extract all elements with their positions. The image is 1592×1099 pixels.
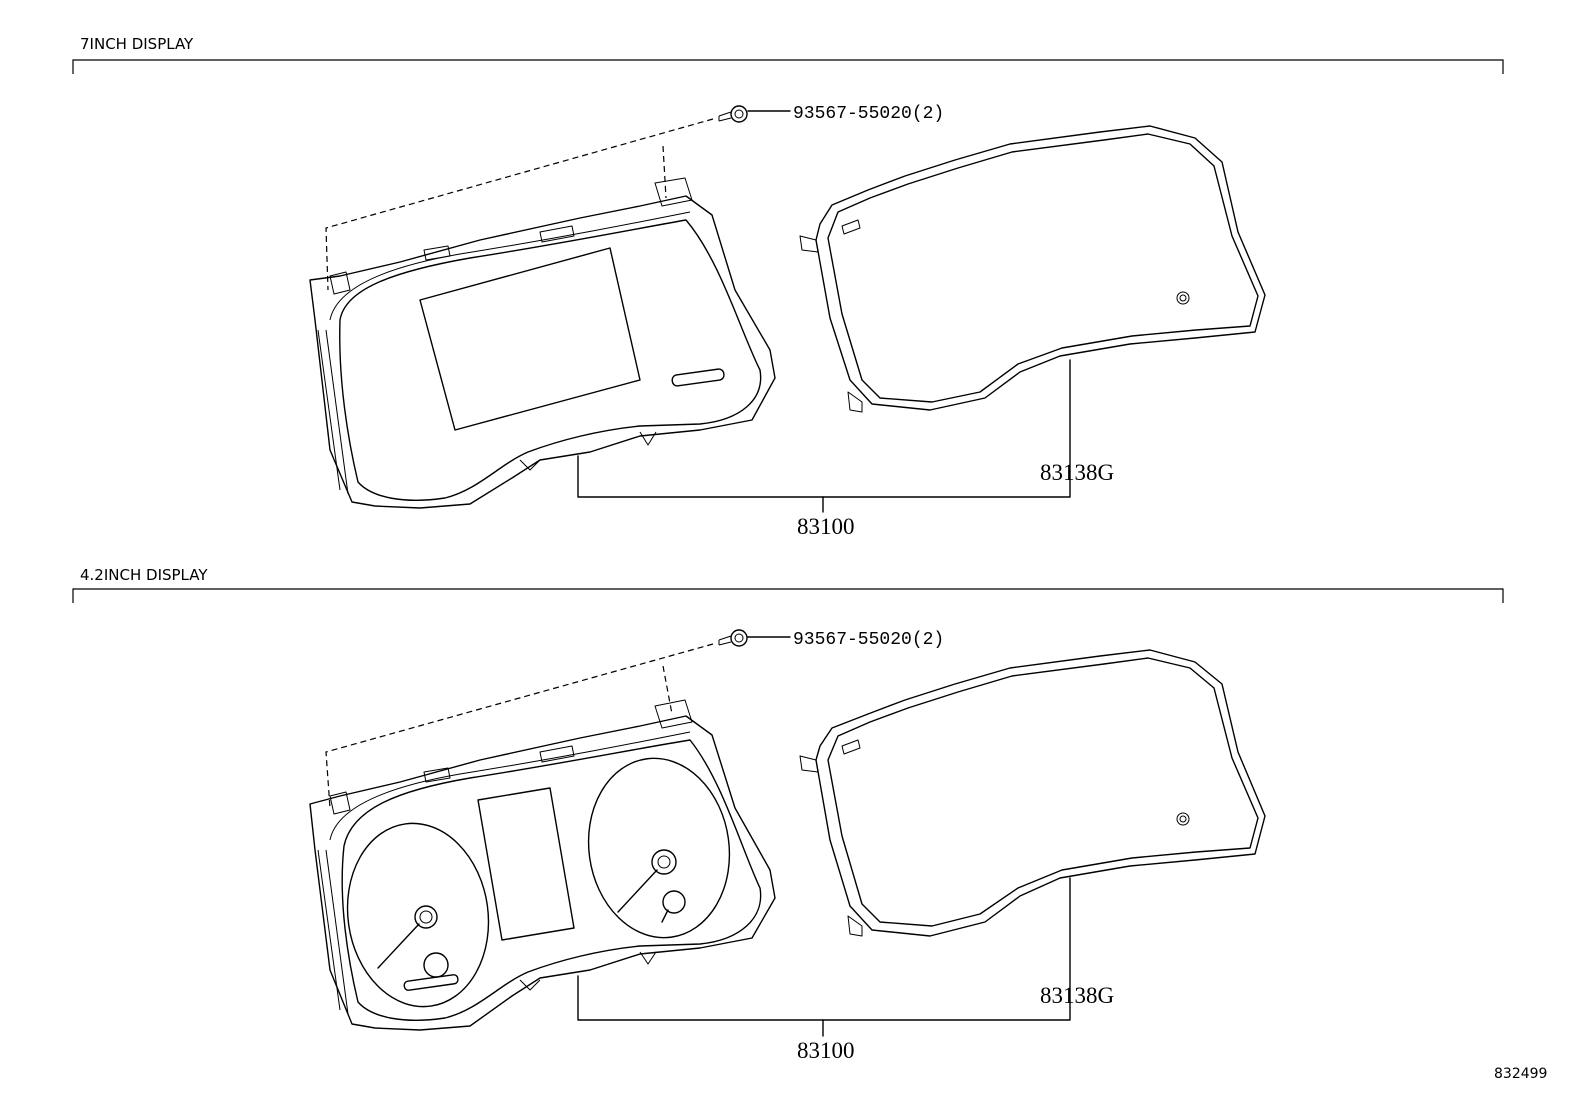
assembly-bracket-line — [577, 359, 1071, 498]
screw-part-number: 93567-55020(2) — [793, 104, 944, 124]
assembly-part-number: 83100 — [797, 514, 855, 539]
center-display — [477, 787, 575, 941]
screw-dashed-leader — [325, 118, 714, 291]
meter-cover-7inch — [799, 125, 1266, 413]
screw-dashed-leader — [325, 643, 714, 809]
screw-icon — [718, 105, 748, 123]
section-title: 7INCH DISPLAY — [80, 35, 194, 53]
section-bracket — [72, 588, 1504, 603]
screw-icon — [718, 629, 748, 647]
section-7inch-display: 7INCH DISPLAY 93567-55020(2) — [72, 35, 1504, 539]
screw-part-number: 93567-55020(2) — [793, 630, 944, 650]
cover-part-number: 83138G — [1040, 983, 1114, 1008]
assembly-part-number: 83100 — [797, 1038, 855, 1063]
reference-number: 832499 — [1494, 1066, 1547, 1082]
cover-part-number: 83138G — [1040, 460, 1114, 485]
section-bracket — [72, 59, 1504, 74]
section-4-2inch-display: 4.2INCH DISPLAY 93567-55020(2) — [72, 566, 1504, 1063]
combination-meter-4-2inch — [309, 699, 776, 1031]
right-gauge-needle — [617, 869, 658, 913]
assembly-bracket-line — [577, 877, 1071, 1021]
left-gauge-needle — [377, 923, 420, 969]
indicator-slot — [671, 368, 725, 387]
combination-meter-7inch — [309, 177, 776, 509]
section-title: 4.2INCH DISPLAY — [80, 566, 208, 584]
cover-hole — [1176, 291, 1190, 305]
cover-hole — [1176, 812, 1190, 826]
meter-cover-4-2inch — [799, 649, 1266, 937]
left-gauge — [346, 822, 490, 1008]
display-screen — [419, 247, 641, 431]
right-gauge — [587, 757, 731, 939]
